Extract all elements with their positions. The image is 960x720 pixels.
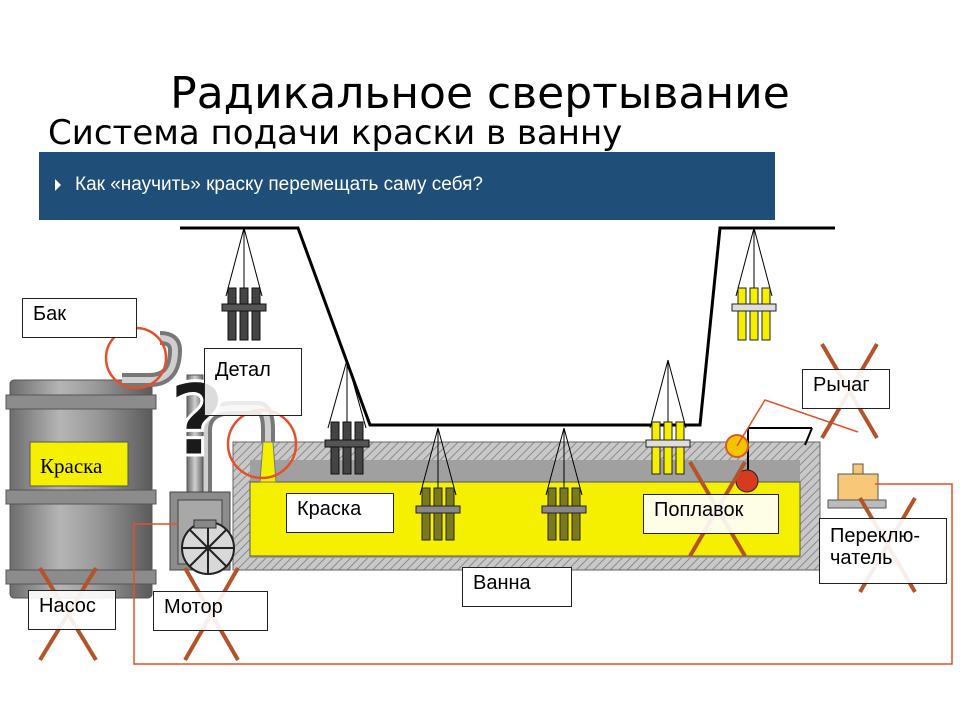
paint-tank	[5, 379, 157, 599]
part-hanger-3	[415, 427, 461, 541]
label-pereklyuchatel: Переклю- чатель	[819, 518, 947, 584]
label-detal: Детал	[204, 348, 302, 416]
part-hanger-5	[645, 359, 691, 475]
label-kraska-tank: Краска	[40, 454, 103, 478]
banner-text: Как «научить» краску перемещать саму себ…	[75, 174, 483, 195]
label-kraska-bath: Краска	[286, 493, 394, 533]
switch-device	[827, 463, 887, 509]
part-hanger-4	[541, 427, 587, 541]
question-mark: ?	[168, 362, 226, 479]
question-banner: Как «научить» краску перемещать саму себ…	[39, 152, 775, 220]
label-pereklyuchatel-line1: Переклю-	[830, 525, 921, 547]
slide-subtitle: Система подачи краски в ванну	[48, 113, 623, 153]
pump-motor	[169, 491, 235, 575]
bullet-arrow-icon	[55, 179, 61, 191]
label-motor: Мотор	[153, 591, 268, 631]
label-vanna: Ванна	[462, 567, 572, 607]
control-wires	[133, 399, 953, 665]
label-rychag: Рычаг	[802, 369, 890, 409]
label-bak: Бак	[22, 298, 137, 338]
conveyor-line	[180, 226, 835, 427]
paint-stream	[259, 441, 277, 483]
slide-title: Радикальное свертывание	[170, 68, 790, 119]
label-pereklyuchatel-line2: чатель	[830, 547, 893, 569]
part-hanger-2	[324, 359, 370, 475]
part-hanger-1	[221, 227, 267, 341]
part-hanger-6	[731, 227, 777, 341]
label-nasos: Насос	[28, 590, 116, 630]
label-poplavok: Поплавок	[643, 494, 779, 534]
